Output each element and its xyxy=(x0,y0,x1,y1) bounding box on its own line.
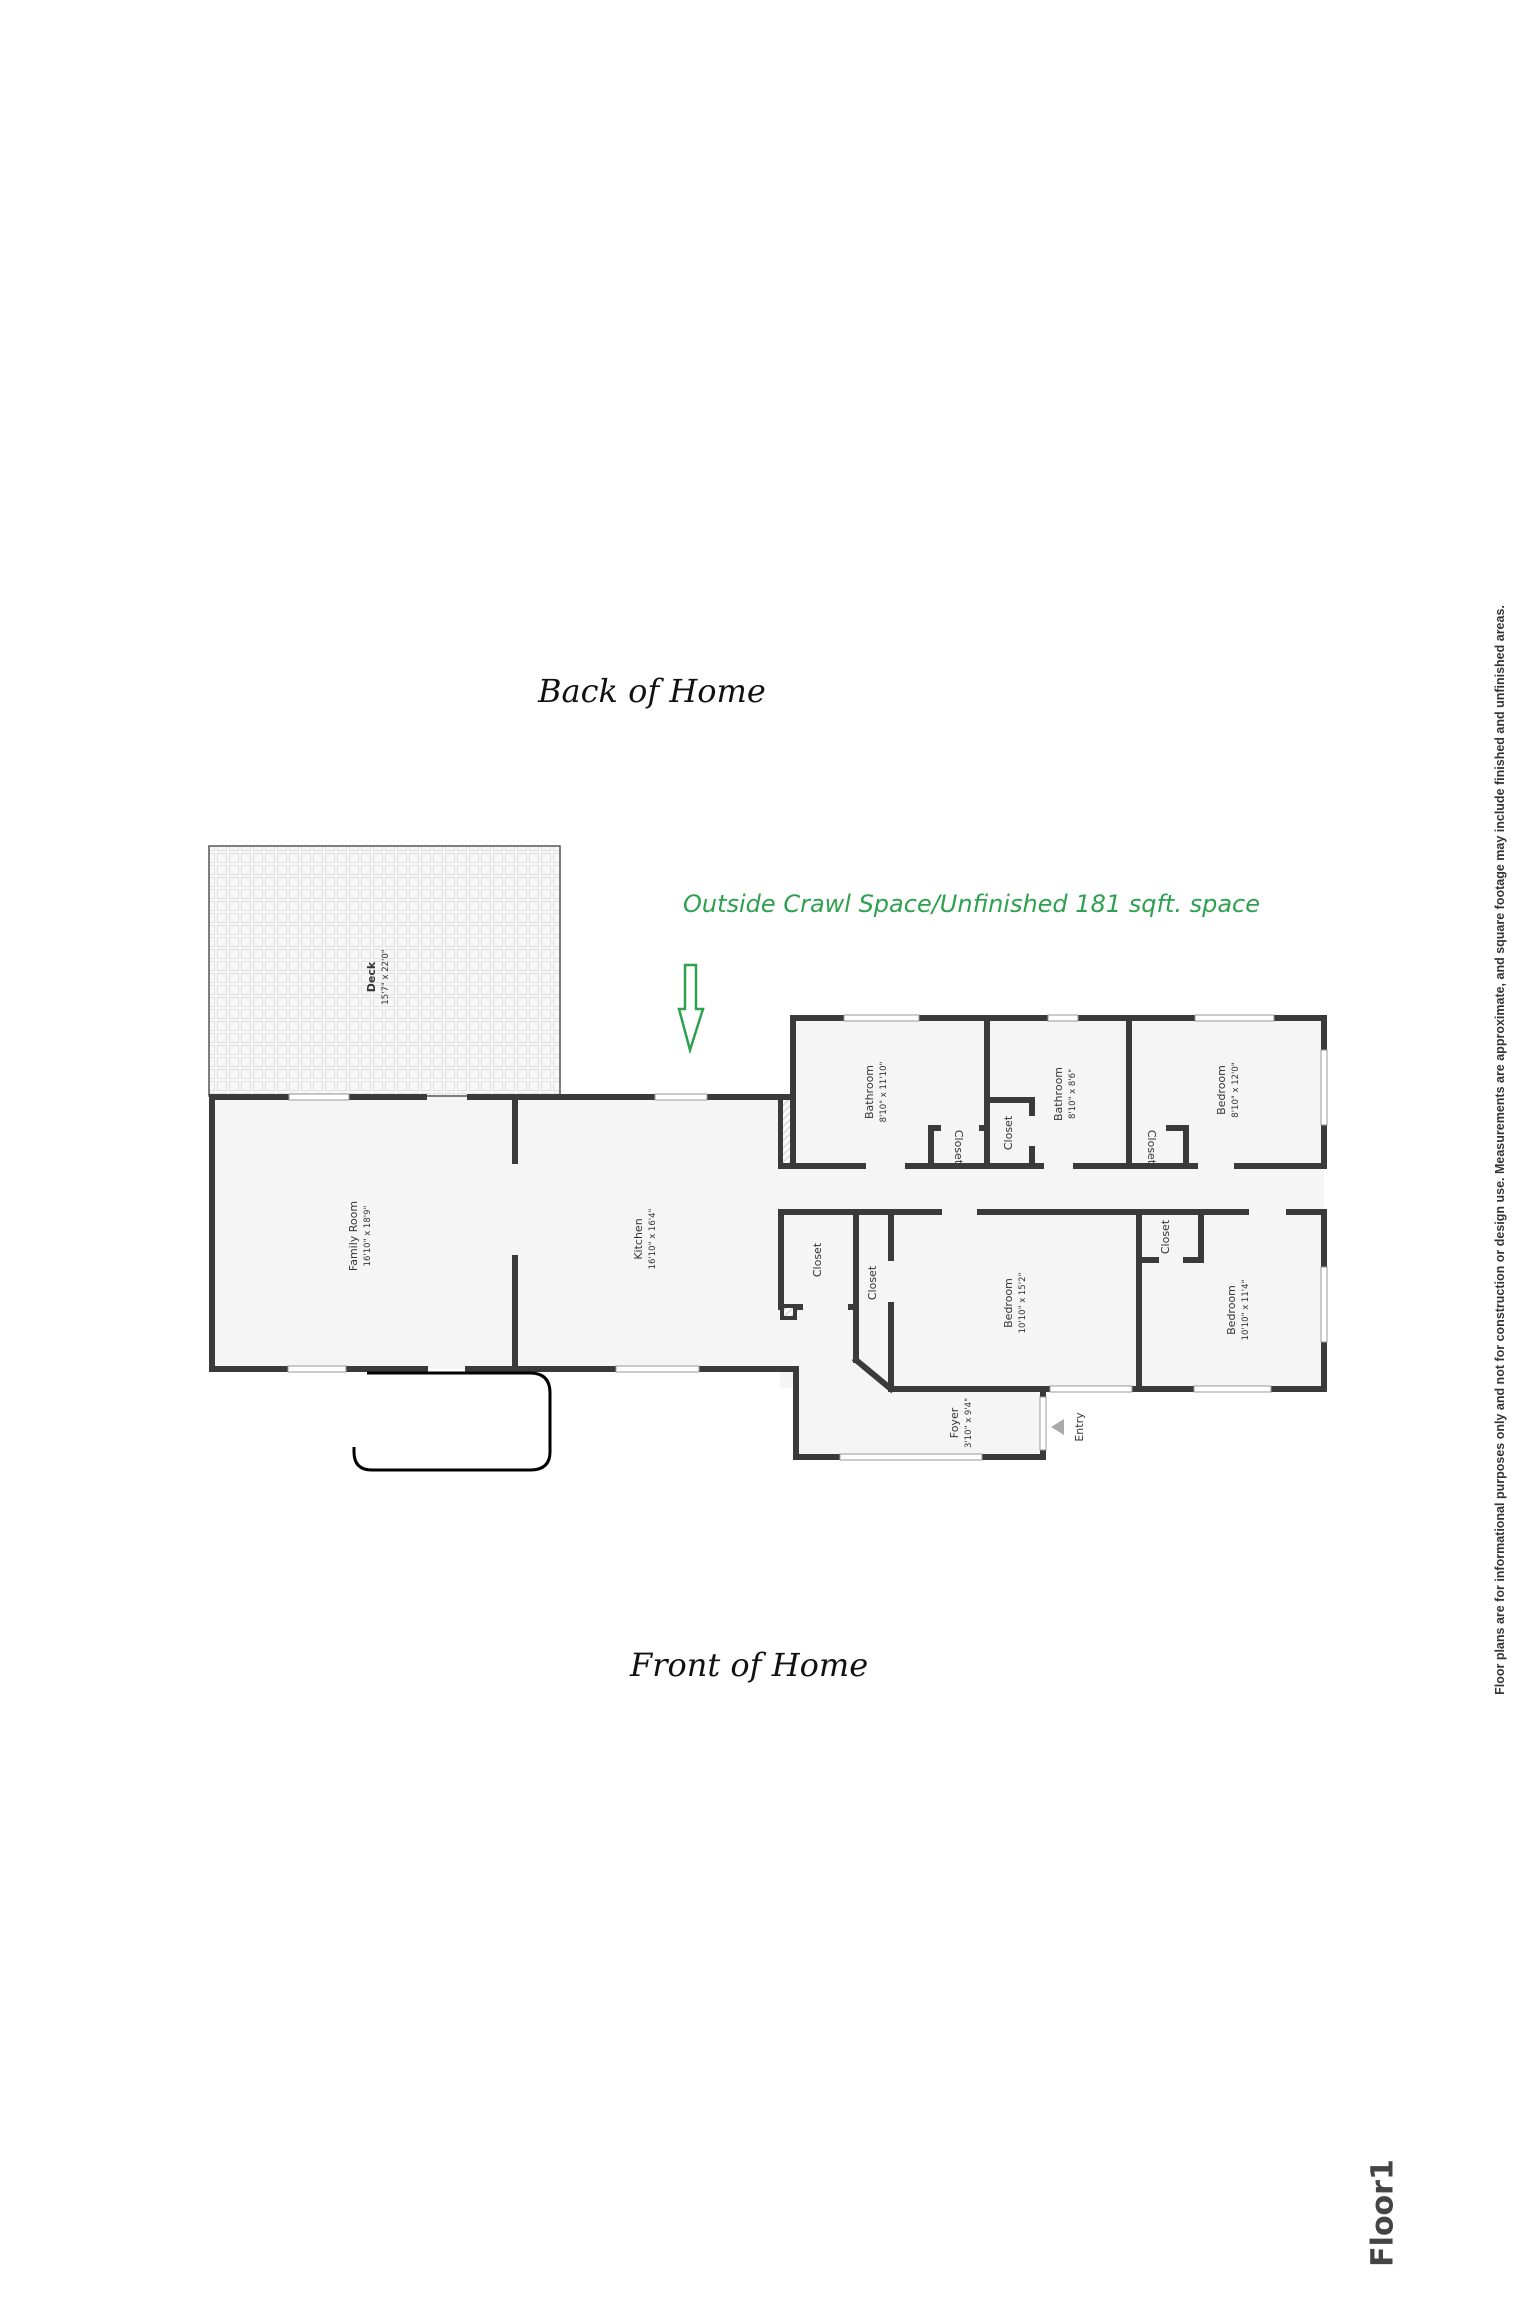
svg-text:Bedroom: Bedroom xyxy=(1225,1285,1238,1335)
room-label-bath2: Bathroom 8'10" x 8'6" xyxy=(1052,1067,1078,1121)
svg-text:8'10" x 8'6": 8'10" x 8'6" xyxy=(1068,1069,1078,1119)
room-label-bath1: Bathroom 8'10" x 11'10" xyxy=(863,1062,889,1123)
svg-text:10'10" x 15'2": 10'10" x 15'2" xyxy=(1018,1273,1028,1334)
svg-text:16'10" x 16'4": 16'10" x 16'4" xyxy=(648,1209,658,1270)
back-of-home-label: Back of Home xyxy=(538,672,766,710)
floor-fills xyxy=(212,1018,1324,1456)
svg-text:Family Room: Family Room xyxy=(347,1201,360,1271)
room-label-closet-lower1: Closet xyxy=(811,1242,824,1277)
svg-text:16'10" x 18'9": 16'10" x 18'9" xyxy=(363,1206,373,1267)
svg-text:8'10" x 11'10": 8'10" x 11'10" xyxy=(879,1062,889,1123)
entry-arrow-icon xyxy=(1051,1419,1064,1435)
room-label-closet-bedroom-right: Closet xyxy=(1159,1219,1172,1254)
floor-label: Floor1 xyxy=(1365,2159,1401,2267)
svg-text:15'7" x 22'0": 15'7" x 22'0" xyxy=(381,949,391,1004)
room-label-closet-bedroom-top: Closet xyxy=(1145,1130,1158,1165)
room-label-deck: Deck 15'7" x 22'0" xyxy=(365,949,391,1004)
svg-text:3'10" x 9'4": 3'10" x 9'4" xyxy=(964,1398,974,1448)
svg-text:Bedroom: Bedroom xyxy=(1002,1278,1015,1328)
deck xyxy=(208,845,561,1097)
svg-text:Closet: Closet xyxy=(1159,1219,1172,1254)
svg-text:Closet: Closet xyxy=(866,1265,879,1300)
svg-text:Bathroom: Bathroom xyxy=(863,1065,876,1119)
room-label-bedroom-mid: Bedroom 10'10" x 15'2" xyxy=(1002,1273,1028,1334)
svg-text:Closet: Closet xyxy=(952,1130,965,1165)
svg-text:Entry: Entry xyxy=(1073,1412,1086,1442)
hatched-details xyxy=(780,1100,797,1320)
room-label-entry: Entry xyxy=(1073,1412,1086,1442)
room-label-bedroom-right: Bedroom 10'10" x 11'4" xyxy=(1225,1280,1251,1341)
room-label-kitchen: Kitchen 16'10" x 16'4" xyxy=(632,1209,658,1270)
room-label-closet-mid: Closet xyxy=(1002,1115,1015,1150)
windows xyxy=(287,1014,1328,1461)
svg-text:10'10" x 11'4": 10'10" x 11'4" xyxy=(1241,1280,1251,1341)
svg-text:Bedroom: Bedroom xyxy=(1215,1065,1228,1115)
crawl-space-note: Outside Crawl Space/Unfinished 181 sqft.… xyxy=(683,890,1260,918)
room-label-foyer: Foyer 3'10" x 9'4" xyxy=(948,1398,974,1448)
svg-text:Kitchen: Kitchen xyxy=(632,1218,645,1259)
room-label-closet-lower2: Closet xyxy=(866,1265,879,1300)
svg-text:Bathroom: Bathroom xyxy=(1052,1067,1065,1121)
svg-text:Closet: Closet xyxy=(1145,1130,1158,1165)
hand-drawn-outline xyxy=(352,1371,552,1472)
svg-text:Deck: Deck xyxy=(365,961,378,992)
room-label-family: Family Room 16'10" x 18'9" xyxy=(347,1201,373,1271)
svg-text:Foyer: Foyer xyxy=(948,1407,961,1438)
disclaimer-text: Floor plans are for informational purpos… xyxy=(1493,605,1507,1695)
walls xyxy=(209,1015,1327,1460)
svg-text:8'10" x 12'0": 8'10" x 12'0" xyxy=(1231,1062,1241,1117)
svg-text:Closet: Closet xyxy=(1002,1115,1015,1150)
front-of-home-label: Front of Home xyxy=(630,1646,869,1684)
room-label-bedroom-top: Bedroom 8'10" x 12'0" xyxy=(1215,1062,1241,1117)
down-arrow-icon xyxy=(677,963,705,1055)
room-label-closet-bath1: Closet xyxy=(952,1130,965,1165)
svg-text:Closet: Closet xyxy=(811,1242,824,1277)
